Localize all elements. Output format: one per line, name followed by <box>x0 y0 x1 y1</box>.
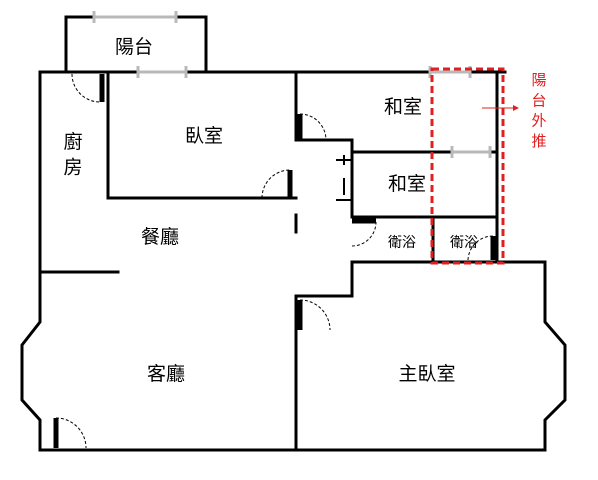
room-label-bathroom-2: 衛浴 <box>450 235 478 251</box>
room-label-dining: 餐廳 <box>141 226 179 248</box>
room-label-japanese-room-1: 和室 <box>384 96 422 118</box>
room-label-master-bedroom: 主臥室 <box>398 363 455 385</box>
doors <box>53 73 496 449</box>
room-label-japanese-room-2: 和室 <box>388 173 426 195</box>
room-label-balcony: 陽台 <box>115 36 153 58</box>
room-label-living-room: 客廳 <box>147 363 185 385</box>
balcony-extension-note: 陽台外推 <box>531 71 546 150</box>
room-label-kitchen: 廚房 <box>63 130 82 179</box>
room-label-bedroom: 臥室 <box>185 125 223 147</box>
utility-detail <box>336 155 352 201</box>
balcony-extension-highlight <box>430 67 519 265</box>
walls <box>20 15 567 452</box>
room-label-bathroom-1: 衛浴 <box>388 235 416 251</box>
